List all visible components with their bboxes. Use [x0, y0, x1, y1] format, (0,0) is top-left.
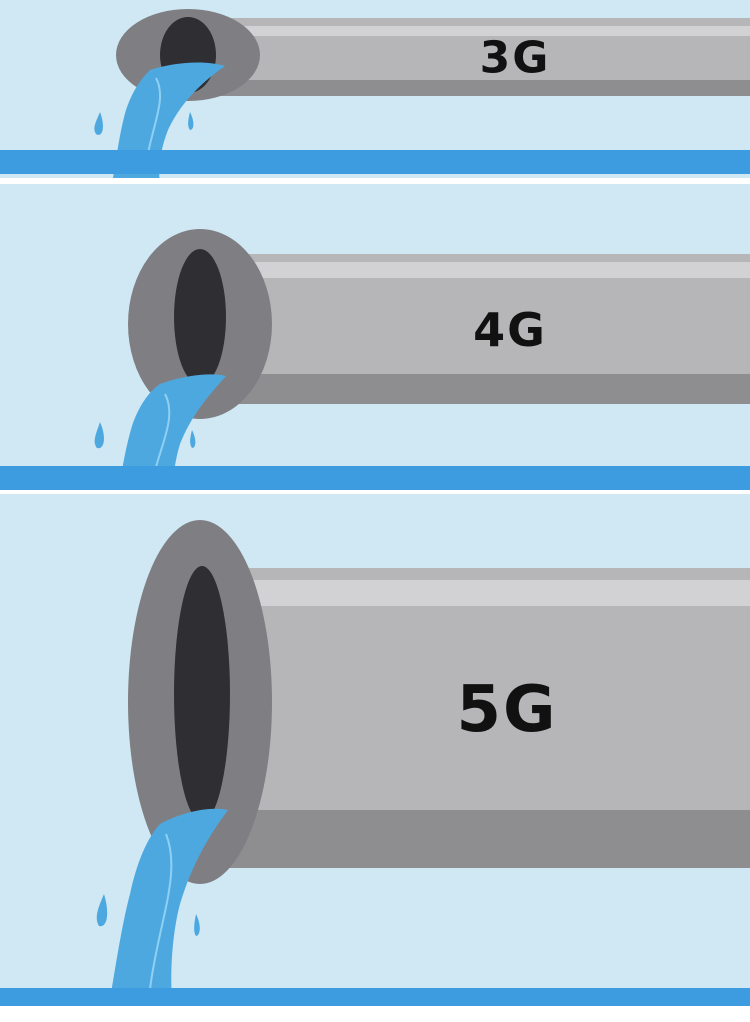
panel-separator [0, 178, 750, 184]
pipe-opening [174, 249, 226, 385]
pipe-label-5g: 5G [456, 673, 558, 747]
panel-4g: 4G [0, 184, 750, 494]
water-drop [194, 914, 200, 936]
scene-4g [0, 184, 750, 494]
pipe-highlight [215, 262, 750, 278]
pipe-shadow [220, 810, 750, 868]
pipe-label-3g: 3G [479, 32, 551, 84]
scene-5g [0, 494, 750, 1022]
water-drop [188, 112, 194, 130]
pipe-shadow [200, 80, 750, 96]
scene-3g [0, 0, 750, 184]
water-streak [149, 833, 173, 990]
water-drop [190, 430, 196, 448]
pipe-label-4g: 4G [473, 303, 547, 357]
panel-5g: 5G [0, 494, 750, 1022]
water-line [0, 466, 750, 490]
water-stream [110, 808, 228, 999]
pipe-highlight [220, 580, 750, 606]
water-stream [118, 374, 226, 494]
water-drop [96, 894, 108, 927]
pipe-opening [174, 566, 230, 822]
water-drop [94, 112, 103, 135]
pipe-highlight [200, 26, 750, 36]
water-drop [94, 422, 104, 449]
panel-separator [0, 490, 750, 494]
panel-3g: 3G [0, 0, 750, 184]
pipe-shadow [215, 374, 750, 404]
water-line [0, 988, 750, 1006]
water-line [0, 150, 750, 174]
bottom-margin [0, 1006, 750, 1022]
